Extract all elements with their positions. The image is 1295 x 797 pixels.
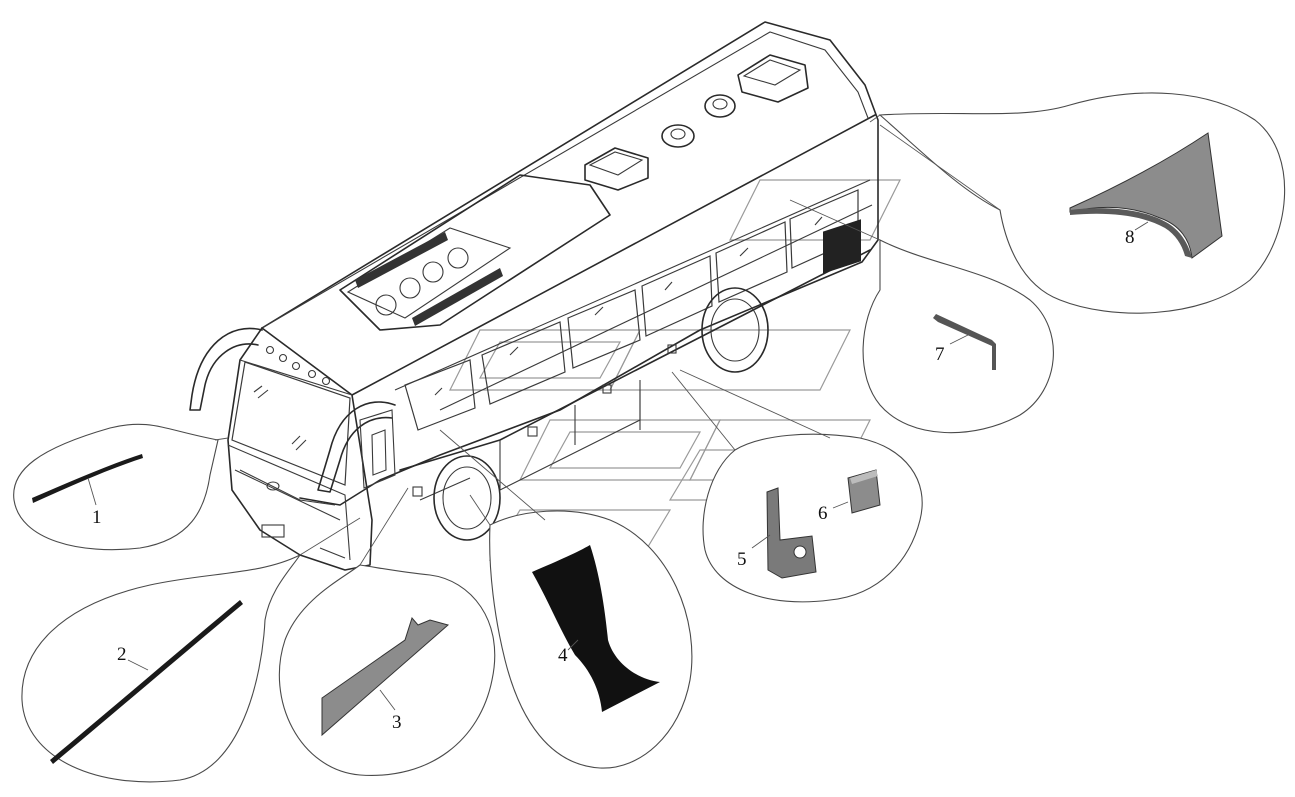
callout-label-3: 3 (392, 712, 402, 733)
callout-label-1: 1 (92, 507, 102, 528)
roof-vent-2 (704, 94, 736, 118)
roof-ac-unit (339, 174, 611, 331)
bus-body (189, 21, 879, 571)
callout-label-4: 4 (558, 645, 568, 666)
part-4-pillar-cover (532, 545, 660, 712)
callout-group-4: 4 (439, 429, 693, 769)
rear-wheel (701, 287, 769, 373)
callout-group-8: 8 (869, 92, 1286, 314)
callout-group-2: 2 (21, 517, 361, 783)
callout-label-5: 5 (737, 549, 747, 570)
front-wheel (433, 455, 501, 541)
callout-label-2: 2 (117, 644, 127, 665)
callout-bubble-7 (862, 239, 1054, 434)
callout-label-8: 8 (1125, 227, 1135, 248)
part-8-wheel-arch (1069, 132, 1223, 259)
callout-bubble-5-6 (702, 433, 923, 603)
callout-group-3: 3 (278, 487, 496, 776)
part-2-moulding (50, 600, 243, 764)
part-7-rail (933, 314, 996, 370)
part-3-panel (321, 616, 450, 737)
callout-label-6: 6 (818, 503, 828, 524)
part-1-trim-strip (32, 454, 143, 503)
callout-group-1: 1 (13, 423, 229, 551)
callout-bubble-1 (13, 423, 219, 551)
callout-label-7: 7 (935, 344, 945, 365)
roof-hatch-rear (737, 54, 809, 103)
side-windows (404, 189, 859, 431)
roof-hatch-front (584, 147, 649, 191)
callout-group-5-6: 5 6 (671, 369, 923, 603)
callout-group-7: 7 (789, 199, 1054, 434)
roof-vent-1 (661, 124, 695, 148)
